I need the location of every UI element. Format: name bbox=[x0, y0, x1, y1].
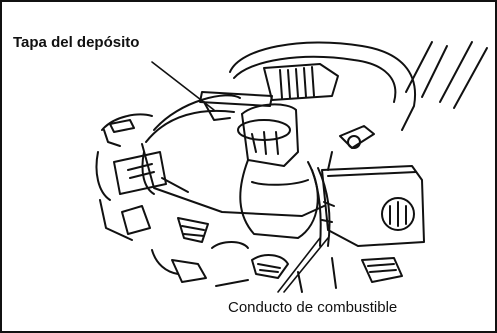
tank-cap-leader bbox=[151, 61, 215, 111]
leader-lines bbox=[151, 61, 329, 293]
lower-engine bbox=[151, 217, 403, 293]
handle-bars bbox=[405, 41, 488, 109]
filler-neck bbox=[239, 103, 319, 239]
engine-cover bbox=[229, 41, 416, 131]
fuel-line-label: Conducto de combustible bbox=[228, 299, 398, 316]
fuel-line-leader-1 bbox=[277, 237, 321, 293]
fuel-line-leader-2 bbox=[283, 237, 329, 293]
air-filter-box bbox=[321, 125, 425, 247]
left-housing bbox=[95, 113, 167, 241]
tank-cap-label: Tapa del depósito bbox=[13, 34, 140, 51]
